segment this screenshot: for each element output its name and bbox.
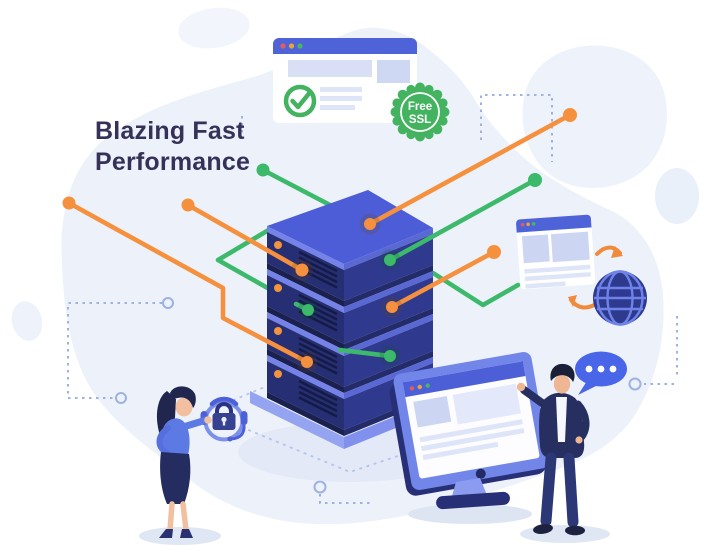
monitor-icon [389,352,550,496]
monitor-stand [436,478,510,510]
server-top-face [267,190,433,264]
checkmark-icon [283,84,317,118]
monitor-shadow [408,504,532,524]
headline-line1: Blazing Fast [95,117,245,145]
headline-line2: Performance [95,148,251,176]
woman-shadow [139,527,221,545]
top-right-blob [522,45,667,189]
ssl-badge-text-line1: Free [408,101,432,113]
monitor-browser-header [402,361,526,398]
man-shadow [520,525,610,543]
globe-icon [593,270,647,326]
server-icon [265,190,435,438]
ssl-badge-text-line2: SSL [409,114,431,126]
dashed-decor [67,94,678,504]
ssl-badge-icon: Free SSL [390,82,450,142]
man-figure [516,363,610,543]
left-small-blob [11,301,43,341]
sync-arrows-icon [568,245,623,310]
headline: Blazing Fast Performance [95,116,250,178]
right-small-blob [655,168,699,224]
top-small-blob [178,7,250,49]
browser-window-small [516,214,596,290]
connectors-front [62,108,577,373]
speech-bubble-icon [575,351,627,395]
monitor-camera-dot [475,468,486,479]
browser-header [273,38,417,54]
woman-figure [139,386,221,545]
